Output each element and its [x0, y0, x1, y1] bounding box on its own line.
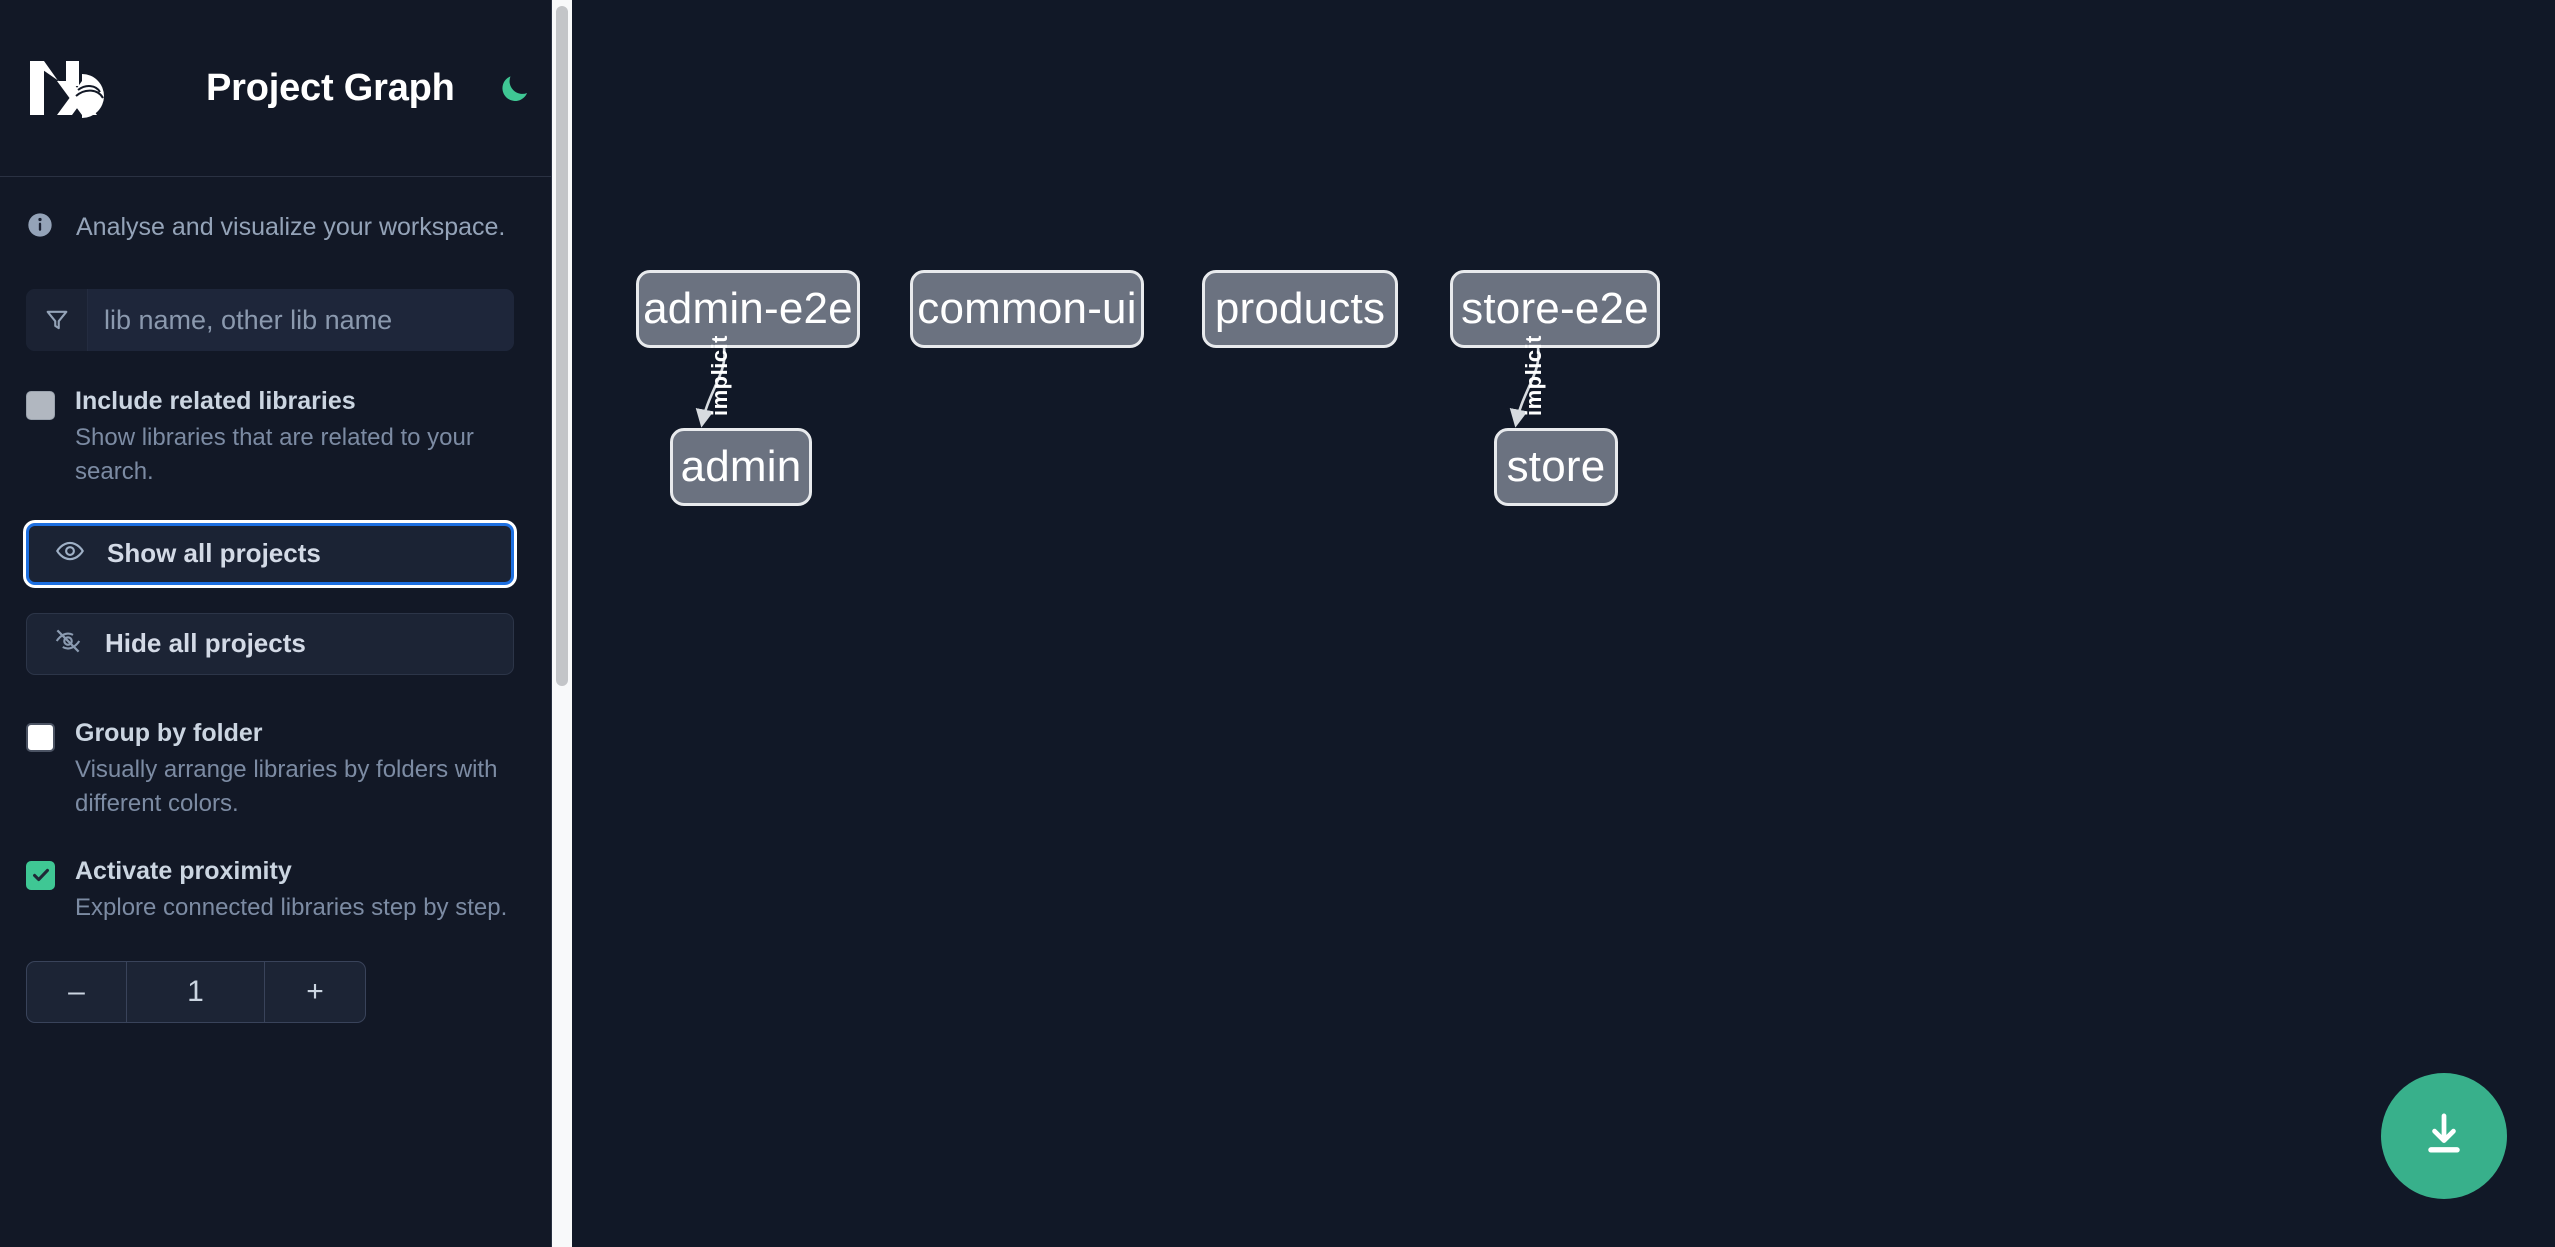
edge-label-admin-implicit: implicit: [707, 334, 732, 416]
graph-node-label: admin-e2e: [643, 284, 853, 333]
graph-canvas[interactable]: admin-e2e common-ui products store-e2e a…: [572, 0, 2555, 1247]
proximity-stepper-wrap: – 1 +: [0, 925, 552, 1023]
edge-store-e2e-to-store: [1509, 347, 1540, 428]
graph-node-products[interactable]: products: [1202, 270, 1398, 348]
hide-all-projects-button[interactable]: Hide all projects: [26, 612, 514, 675]
show-all-projects-wrap: Show all projects: [0, 522, 552, 585]
option-label: Group by folder: [75, 718, 263, 747]
moon-icon[interactable]: [495, 68, 535, 108]
checkbox-include-related-libraries[interactable]: [26, 391, 55, 420]
sidebar-edge: [551, 0, 552, 1247]
sidebar: Project Graph Analyse and visualize y: [0, 0, 552, 1247]
filter-box: [26, 289, 514, 351]
search-input[interactable]: [88, 289, 514, 351]
show-all-projects-label: Show all projects: [107, 538, 321, 569]
page-title: Project Graph: [206, 66, 455, 109]
option-include-related-libraries[interactable]: Include related libraries Show libraries…: [0, 351, 552, 489]
option-activate-proximity[interactable]: Activate proximity Explore connected lib…: [0, 821, 552, 925]
stepper-decrement-button[interactable]: –: [27, 961, 127, 1022]
eye-off-icon: [53, 626, 83, 661]
checkbox-activate-proximity[interactable]: [26, 860, 55, 890]
hide-all-projects-label: Hide all projects: [105, 628, 306, 659]
stepper-value: 1: [127, 961, 265, 1022]
tagline-row: Analyse and visualize your workspace.: [0, 177, 552, 249]
graph-node-store[interactable]: store: [1494, 428, 1618, 506]
graph-edges: [695, 347, 1540, 428]
graph-node-label: common-ui: [917, 284, 1137, 333]
graph-node-label: admin: [680, 442, 802, 491]
brand-header: Project Graph: [0, 0, 552, 176]
graph-node-label: store: [1506, 442, 1606, 491]
show-all-projects-button[interactable]: Show all projects: [26, 522, 514, 585]
download-button[interactable]: [2381, 1073, 2507, 1199]
header-divider: [0, 176, 552, 177]
hide-all-projects-wrap: Hide all projects: [0, 612, 552, 675]
checkbox-group-by-folder[interactable]: [26, 722, 55, 752]
graph-node-store-e2e[interactable]: store-e2e: [1450, 270, 1660, 348]
edge-label-store-implicit: implicit: [1521, 334, 1546, 416]
stepper-increment-button[interactable]: +: [306, 974, 324, 1008]
graph-node-label: store-e2e: [1461, 284, 1649, 333]
option-description: Visually arrange libraries by folders wi…: [75, 755, 498, 817]
info-icon: [26, 211, 54, 244]
nx-logo-icon: [26, 57, 126, 119]
filter-row: [0, 249, 552, 351]
tagline-text: Analyse and visualize your workspace.: [76, 212, 506, 241]
edge-admin-e2e-to-admin: [695, 347, 726, 428]
graph-node-label: products: [1214, 284, 1386, 333]
eye-icon: [55, 536, 85, 571]
funnel-icon: [26, 289, 88, 351]
graph-node-admin[interactable]: admin: [670, 428, 812, 506]
download-icon: [2417, 1108, 2471, 1165]
graph-node-admin-e2e[interactable]: admin-e2e: [636, 270, 860, 348]
sidebar-scrollbar[interactable]: [552, 0, 572, 1247]
sidebar-scrollbar-thumb[interactable]: [556, 6, 568, 686]
option-description: Show libraries that are related to your …: [75, 423, 474, 485]
proximity-stepper: – 1 +: [26, 960, 366, 1023]
option-label: Include related libraries: [75, 387, 356, 415]
option-group-by-folder[interactable]: Group by folder Visually arrange librari…: [0, 675, 552, 821]
option-description: Explore connected libraries step by step…: [75, 893, 508, 921]
graph-node-common-ui[interactable]: common-ui: [910, 270, 1144, 348]
option-label: Activate proximity: [75, 856, 292, 885]
